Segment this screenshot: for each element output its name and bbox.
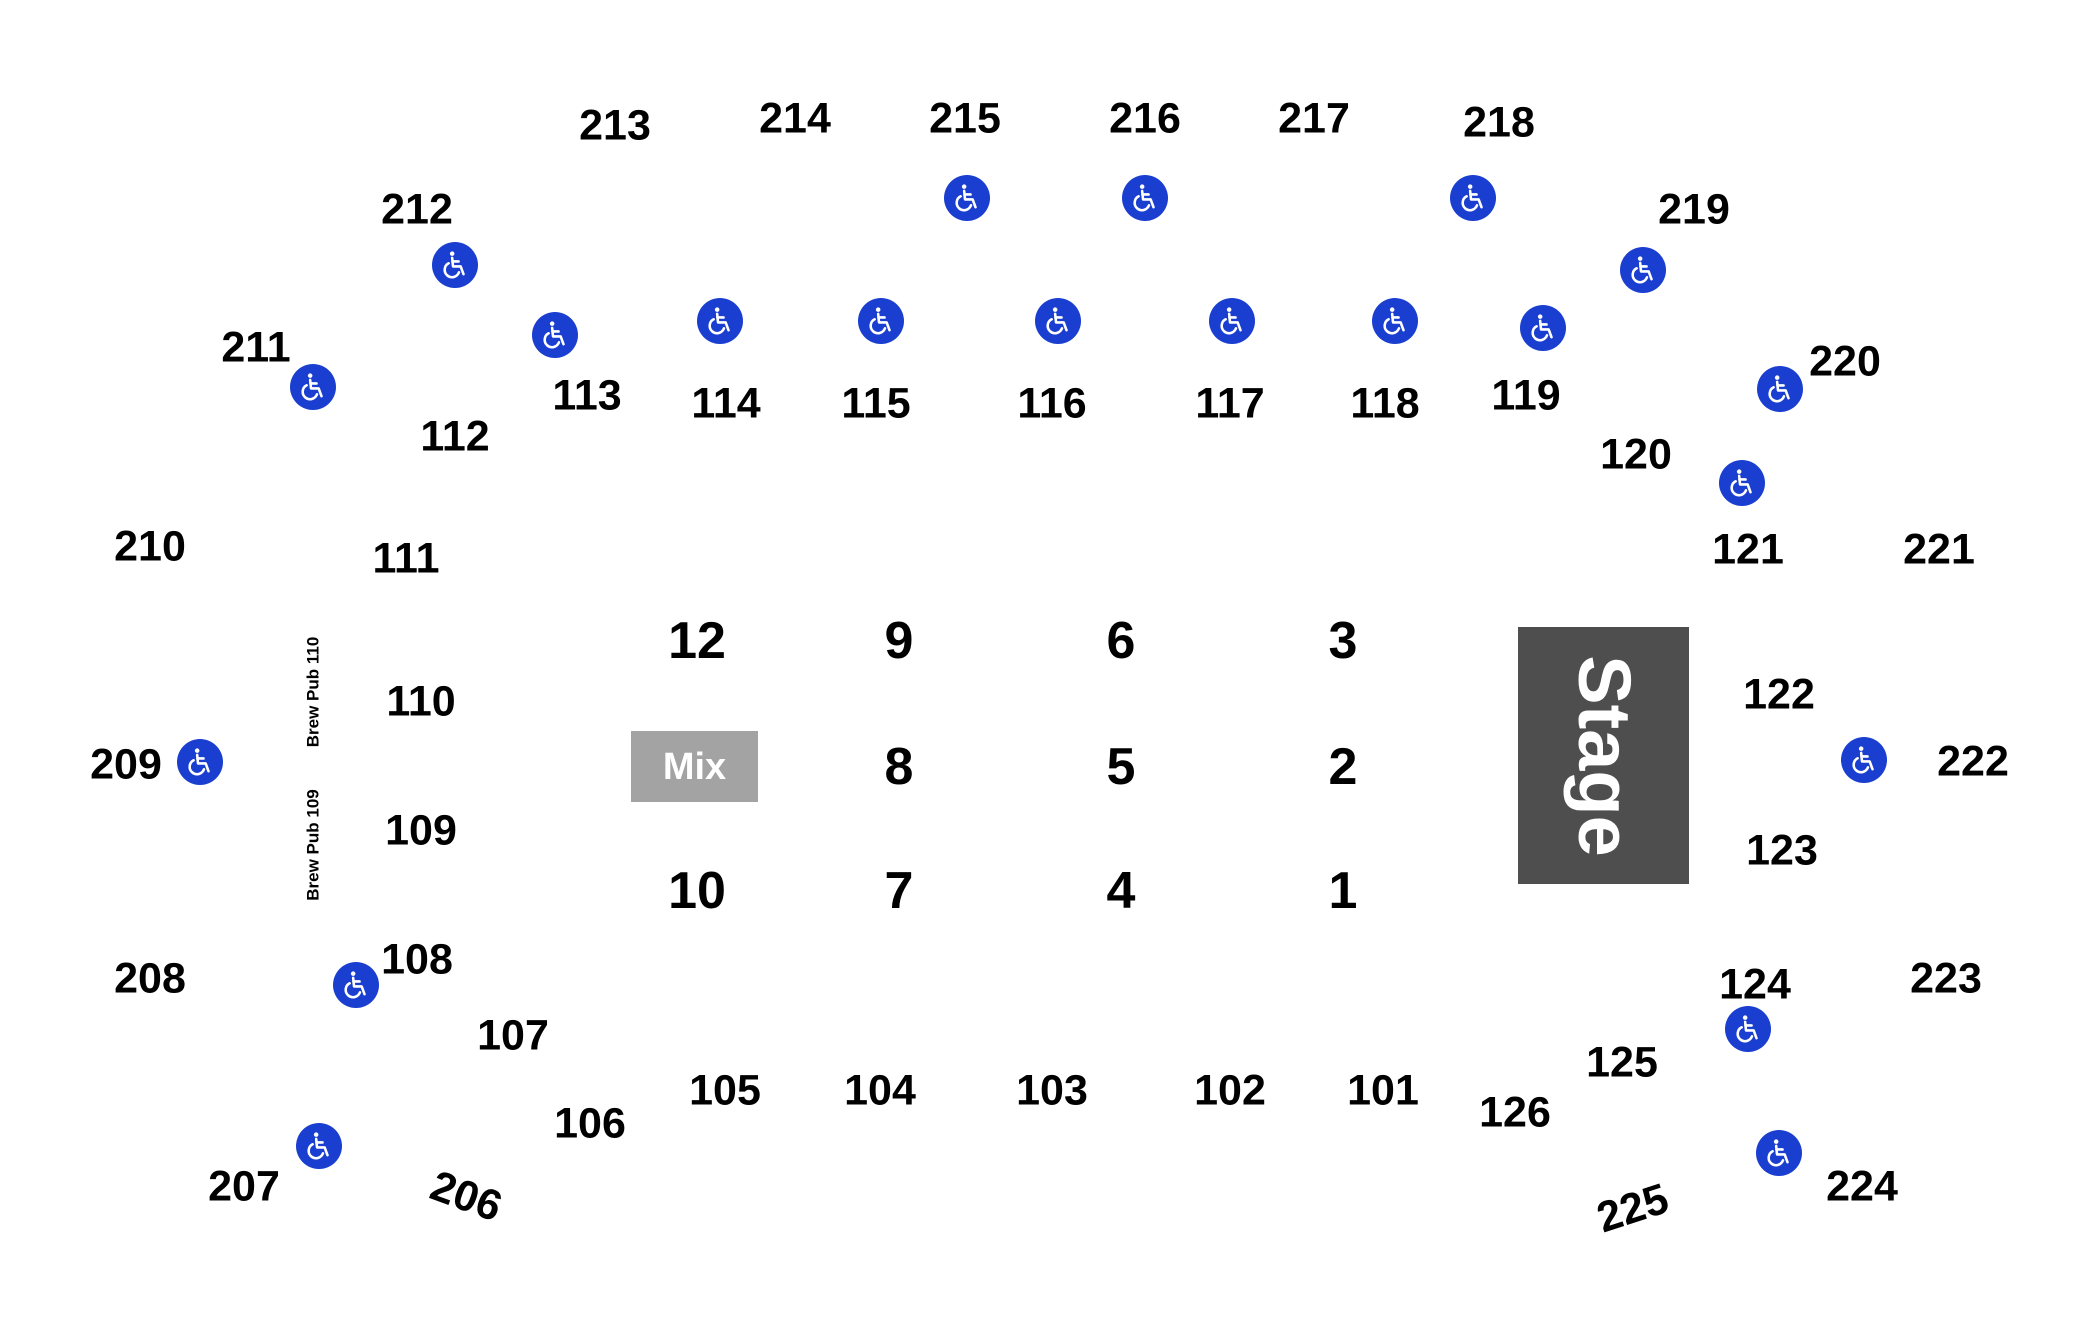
floor-section-5[interactable]: 5 [1106, 738, 1136, 796]
wheelchair-icon [1450, 175, 1496, 221]
section-220[interactable]: 220 [1809, 337, 1881, 386]
wheelchair-icon [858, 298, 904, 344]
section-123[interactable]: 123 [1746, 826, 1818, 875]
wheelchair-icon [1372, 298, 1418, 344]
section-118[interactable]: 118 [1350, 379, 1420, 428]
wheelchair-icon [1756, 1130, 1802, 1176]
wheelchair-icon [432, 242, 478, 288]
section-211[interactable]: 211 [221, 323, 291, 372]
brew-pub-label: Brew Pub 110 [303, 636, 323, 748]
wheelchair-icon [1725, 1006, 1771, 1052]
section-207[interactable]: 207 [208, 1162, 280, 1211]
section-216[interactable]: 216 [1109, 94, 1181, 143]
wheelchair-icon [1719, 460, 1765, 506]
section-119[interactable]: 119 [1491, 371, 1561, 420]
stage: Stage [1518, 627, 1689, 884]
section-102[interactable]: 102 [1194, 1066, 1266, 1115]
section-114[interactable]: 114 [691, 379, 761, 428]
wheelchair-icon [290, 364, 336, 410]
wheelchair-icon [1841, 737, 1887, 783]
section-222[interactable]: 222 [1937, 737, 2009, 786]
section-221[interactable]: 221 [1903, 525, 1975, 574]
brew-pub-label: Brew Pub 109 [303, 789, 323, 901]
wheelchair-icon [333, 962, 379, 1008]
section-116[interactable]: 116 [1017, 379, 1087, 428]
section-113[interactable]: 113 [552, 371, 622, 420]
section-122[interactable]: 122 [1743, 670, 1815, 719]
section-219[interactable]: 219 [1658, 185, 1730, 234]
section-210[interactable]: 210 [114, 522, 186, 571]
section-126[interactable]: 126 [1479, 1088, 1551, 1137]
floor-section-1[interactable]: 1 [1328, 862, 1358, 920]
wheelchair-icon [1209, 298, 1255, 344]
section-110[interactable]: 110 [386, 677, 456, 726]
floor-section-8[interactable]: 8 [884, 738, 914, 796]
section-209[interactable]: 209 [90, 740, 162, 789]
wheelchair-icon [177, 739, 223, 785]
wheelchair-icon [944, 175, 990, 221]
floor-section-4[interactable]: 4 [1106, 862, 1136, 920]
section-108[interactable]: 108 [381, 935, 453, 984]
section-120[interactable]: 120 [1600, 430, 1672, 479]
section-115[interactable]: 115 [841, 379, 911, 428]
section-111[interactable]: 111 [372, 534, 440, 583]
section-101[interactable]: 101 [1347, 1066, 1419, 1115]
floor-section-3[interactable]: 3 [1328, 612, 1358, 670]
section-112[interactable]: 112 [420, 412, 490, 461]
section-103[interactable]: 103 [1016, 1066, 1088, 1115]
section-212[interactable]: 212 [381, 185, 453, 234]
floor-section-10[interactable]: 10 [668, 862, 726, 920]
section-206[interactable]: 206 [424, 1161, 509, 1232]
wheelchair-icon [1035, 298, 1081, 344]
wheelchair-icon [532, 312, 578, 358]
stage-label: Stage [1562, 654, 1646, 857]
section-105[interactable]: 105 [689, 1066, 761, 1115]
wheelchair-icon [1757, 366, 1803, 412]
section-104[interactable]: 104 [844, 1066, 916, 1115]
section-218[interactable]: 218 [1463, 98, 1535, 147]
section-125[interactable]: 125 [1586, 1038, 1658, 1087]
wheelchair-icon [1620, 247, 1666, 293]
mix-booth: Mix [631, 731, 758, 802]
section-214[interactable]: 214 [759, 94, 831, 143]
section-106[interactable]: 106 [554, 1099, 626, 1148]
section-213[interactable]: 213 [579, 101, 651, 150]
floor-section-6[interactable]: 6 [1106, 612, 1136, 670]
floor-section-7[interactable]: 7 [884, 862, 914, 920]
section-121[interactable]: 121 [1712, 525, 1784, 574]
section-215[interactable]: 215 [929, 94, 1001, 143]
wheelchair-icon [697, 298, 743, 344]
floor-section-9[interactable]: 9 [884, 612, 914, 670]
floor-section-2[interactable]: 2 [1328, 738, 1358, 796]
section-117[interactable]: 117 [1195, 379, 1265, 428]
wheelchair-icon [1122, 175, 1168, 221]
section-109[interactable]: 109 [385, 806, 457, 855]
section-223[interactable]: 223 [1910, 954, 1982, 1003]
mix-label: Mix [662, 745, 727, 788]
section-224[interactable]: 224 [1826, 1162, 1898, 1211]
floor-section-12[interactable]: 12 [668, 612, 726, 670]
section-107[interactable]: 107 [477, 1011, 549, 1060]
section-217[interactable]: 217 [1278, 94, 1350, 143]
section-208[interactable]: 208 [114, 954, 186, 1003]
section-225[interactable]: 225 [1591, 1174, 1675, 1243]
wheelchair-icon [296, 1123, 342, 1169]
wheelchair-icon [1520, 305, 1566, 351]
section-124[interactable]: 124 [1719, 960, 1791, 1009]
